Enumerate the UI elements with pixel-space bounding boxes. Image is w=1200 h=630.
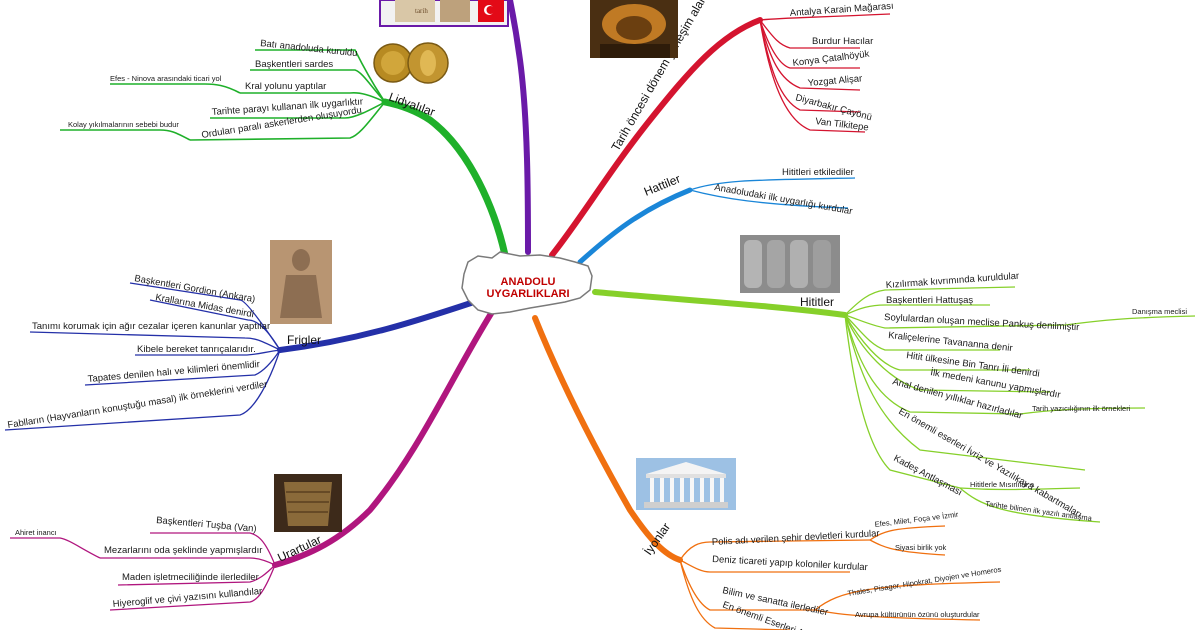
iyon-item: Polis adı verilen şehir devletleri kurdu… [712, 528, 880, 548]
hitit-item: Başkentleri Hattuşaş [886, 295, 973, 306]
urartu-item: Hiyeroglif ve çivi yazısını kullandılar [112, 586, 262, 610]
iyon-sub: Efes, Milet, Foça ve İzmir [874, 510, 959, 529]
center-title-line1: ANADOLU [501, 276, 556, 288]
branch-hitit [592, 289, 848, 318]
branch-hatti [577, 187, 693, 265]
frig-item: Tapates denilen halı ve kilimleri önemli… [87, 359, 260, 385]
urartu-item: Maden işletmeciliğinde ilerlediler [122, 572, 259, 583]
topic-frig[interactable]: Frigler [287, 333, 321, 347]
branch-lidya [381, 98, 509, 259]
urartu-sub: Ahiret inancı [15, 528, 57, 537]
lidya-item: Batı anadoluda kuruldu [260, 38, 358, 59]
hitit-item: Kadeş Antlaşması [892, 453, 964, 498]
iyon-sub: Avrupa kültürünün özünü oluşturdular [855, 610, 980, 619]
lidya-sub: Kolay yıkılmalarının sebebi budur [68, 120, 179, 129]
cauldron-image [274, 474, 342, 532]
tarih-item: Burdur Hacılar [812, 36, 873, 47]
iyon-sub: Siyasi birlik yok [895, 543, 947, 552]
hatti-item: Hititleri etkilediler [782, 167, 854, 178]
lidya-item: Kral yolunu yaptılar [245, 81, 326, 92]
top-banner-image: tarih [379, 0, 509, 27]
iyon-sub: Thales, Pisagor, Hipokrat, Diyojen ve Ho… [847, 565, 1002, 598]
tarih-item: Yozgat Alişar [807, 73, 862, 89]
hitit-item: Soylulardan oluşan meclise Pankuş denilm… [884, 312, 1080, 333]
tarih-item: Konya Çatalhöyük [792, 49, 870, 69]
branch-tarih [549, 17, 763, 258]
hitit-sub: Danışma meclisi [1132, 307, 1187, 316]
frig-item: Kibele bereket tanrıçalarıdır. [137, 344, 256, 355]
cave-image [590, 0, 678, 58]
frig-item: Tanımı korumak için ağır cezalar içeren … [32, 321, 270, 332]
frig-item: Fablların (Hayvanların konuştuğu masal) … [7, 379, 268, 431]
hitit-sub: Tarihte bilinen ilk yazılı antlaşma [985, 499, 1094, 523]
hitit-sub: Hititlerle Mısırlılar a [970, 480, 1035, 489]
branch-urartu [272, 309, 495, 568]
urartu-item: Başkentleri Tuşba (Van) [156, 515, 257, 535]
topic-lidya[interactable]: Lidyalılar [387, 90, 437, 120]
temple-image [636, 458, 736, 510]
lidya-sub: Efes - Ninova arasındaki ticari yol [110, 74, 222, 83]
lidya-item: Başkentleri sardes [255, 59, 333, 70]
top-banner-text: tarih [415, 7, 428, 15]
coins-image [373, 42, 449, 84]
hitit-sub: Tarih yazıcılığının ilk örnekleri [1032, 404, 1131, 413]
branch-frig [277, 297, 483, 353]
urartu-item: Mezarlarını oda şeklinde yapmışlardır [104, 545, 262, 556]
iyon-item: Deniz ticareti yapıp koloniler kurdular [712, 554, 868, 573]
branch-iyon [532, 315, 683, 563]
topic-hitit[interactable]: Hititler [800, 295, 834, 309]
statue-image [270, 240, 332, 324]
center-title-line2: UYGARLIKLARI [486, 288, 569, 300]
turkey-map [461, 251, 593, 315]
relief-image [740, 235, 840, 293]
branch-top [507, 0, 531, 255]
